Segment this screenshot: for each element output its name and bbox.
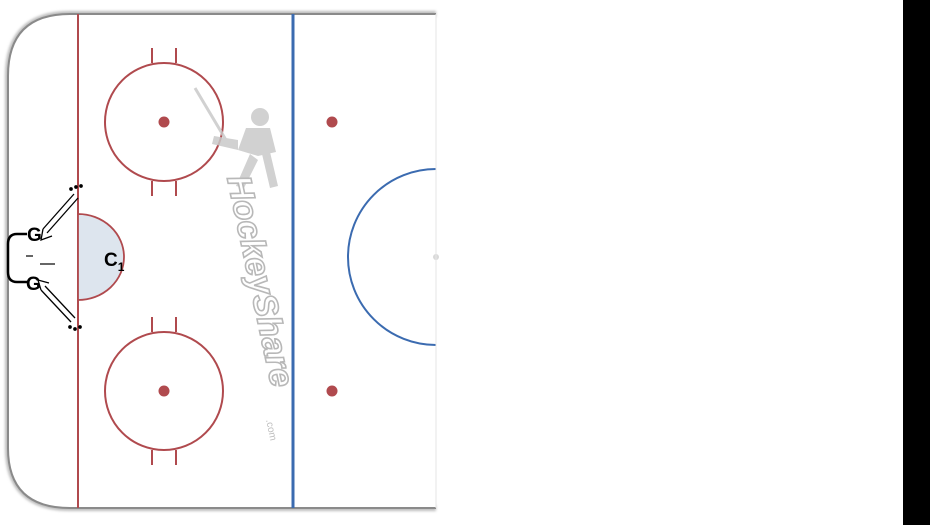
coach-letter: C: [104, 250, 118, 271]
faceoff-circle-top: [104, 48, 224, 196]
skate-arrow-top: [40, 184, 83, 241]
coach-label: C1: [104, 250, 125, 274]
neutral-dot-bottom: [326, 385, 338, 397]
rink-boards: [7, 13, 436, 509]
faceoff-circle-bottom: [104, 317, 224, 465]
goalie-top-label: G: [27, 225, 42, 246]
center-circle: [347, 168, 437, 346]
goalie-switch-path: [6, 232, 28, 284]
watermark-suffix: .com: [263, 418, 278, 441]
skate-arrow-bottom: [37, 279, 82, 331]
neutral-dot-top: [326, 116, 338, 128]
right-black-bar: [903, 0, 930, 525]
goal-crease: [77, 213, 125, 301]
faceoff-dot-bottom: [158, 385, 170, 397]
goalie-bottom-label: G: [26, 274, 41, 295]
faceoff-dot-top: [158, 116, 170, 128]
coach-number: 1: [118, 260, 125, 274]
skater-silhouette: [193, 87, 278, 188]
